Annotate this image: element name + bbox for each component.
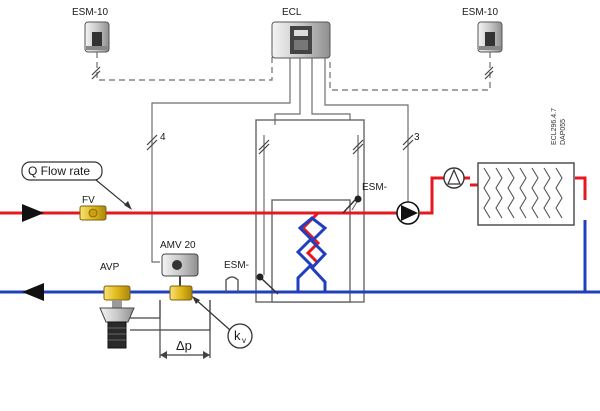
radiator-icon [477, 162, 575, 226]
flow-rate-callout [21, 161, 132, 210]
amv-label: AMV 20 [160, 240, 196, 251]
avp-valve-icon [99, 285, 135, 349]
esm-return-label: ESM- [224, 260, 249, 271]
return-pipe [0, 216, 600, 294]
drawing-code-2: DAP055 [560, 119, 567, 145]
kv-subscript: v [242, 336, 246, 345]
triangle-left-icon [22, 283, 44, 301]
dp-label: Δp [176, 338, 192, 353]
storage-tank [255, 119, 365, 303]
esm-supply-label: ESM- [362, 182, 387, 193]
triangle-right-icon [22, 204, 44, 222]
kv-label: k [234, 328, 241, 343]
esm-return-probe [261, 278, 279, 295]
drawing-code-1: ECL296.4.7 [551, 108, 558, 145]
fv-valve-icon [79, 205, 107, 221]
esm-10-right-sensor [477, 21, 503, 53]
pressure-impulse-lines [130, 300, 211, 358]
fv-label: FV [82, 195, 95, 206]
avp-label: AVP [100, 262, 120, 273]
flow-rate-label: Q Flow rate [28, 164, 90, 178]
supply-temp-sensor-icon [443, 167, 465, 189]
esm-10-left-sensor [84, 21, 110, 53]
dp-arrow-right [203, 351, 210, 359]
dp-arrow-left [160, 351, 167, 359]
esm-10-left-label: ESM-10 [72, 7, 109, 18]
wire-count-left: 4 [160, 132, 166, 143]
impulse-loop [225, 276, 239, 292]
pump-icon [396, 201, 420, 225]
wire-count-right: 3 [414, 132, 420, 143]
wire-tick-marks [91, 66, 494, 155]
ecl-controller [271, 21, 331, 59]
amv-20-actuator [161, 253, 199, 286]
esm-10-right-label: ESM-10 [462, 7, 499, 18]
ecl-label: ECL [282, 7, 302, 18]
esm-supply-sensor [354, 195, 362, 203]
esm-supply-probe [342, 199, 356, 214]
motorized-valve-icon [169, 285, 193, 301]
kv-callout [192, 296, 253, 349]
esm-return-sensor [256, 273, 264, 281]
signal-wires [96, 52, 491, 275]
